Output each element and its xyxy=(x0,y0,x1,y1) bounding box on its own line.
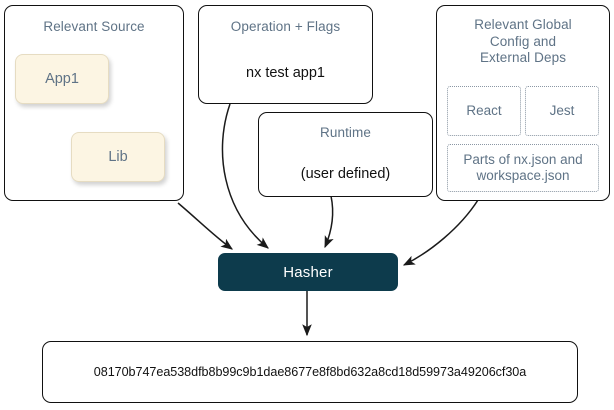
node-app1[interactable]: App1 xyxy=(15,54,109,104)
panel-runtime: Runtime (user defined) xyxy=(258,112,433,197)
arrow-relevant-source-to-hasher xyxy=(177,202,233,250)
panel-runtime-title: Runtime xyxy=(320,125,371,140)
hasher-box[interactable]: Hasher xyxy=(218,253,398,291)
arrow-global-config-to-hasher xyxy=(402,199,479,266)
arrow-runtime-to-hasher xyxy=(324,195,334,249)
runtime-body: (user defined) xyxy=(300,166,391,182)
panel-global-config: Relevant Global Config and External Deps… xyxy=(436,5,610,201)
chip-nx-json-workspace-json[interactable]: Parts of nx.json and workspace.json xyxy=(447,144,599,192)
panel-global-config-title: Relevant Global Config and External Deps xyxy=(474,17,572,65)
hash-output-box: 08170b747ea538dfb8b99c9b1dae8677e8f8bd63… xyxy=(42,341,578,403)
chip-react[interactable]: React xyxy=(447,86,521,136)
hash-output-value: 08170b747ea538dfb8b99c9b1dae8677e8f8bd63… xyxy=(93,365,527,379)
chip-nx-json-label: Parts of nx.json and workspace.json xyxy=(463,152,583,183)
panel-relevant-source: Relevant Source App1 Lib xyxy=(4,5,184,201)
hasher-label: Hasher xyxy=(283,263,333,281)
node-lib[interactable]: Lib xyxy=(71,132,165,182)
panel-operation-flags-title: Operation + Flags xyxy=(230,19,341,34)
chip-jest-label: Jest xyxy=(549,103,575,118)
panel-relevant-source-title: Relevant Source xyxy=(43,19,145,34)
chip-react-label: React xyxy=(466,103,502,118)
node-app1-label: App1 xyxy=(45,71,79,87)
chip-jest[interactable]: Jest xyxy=(525,86,599,136)
panel-operation-flags: Operation + Flags nx test app1 xyxy=(198,5,373,104)
operation-flags-command: nx test app1 xyxy=(246,65,325,81)
node-lib-label: Lib xyxy=(108,149,128,165)
